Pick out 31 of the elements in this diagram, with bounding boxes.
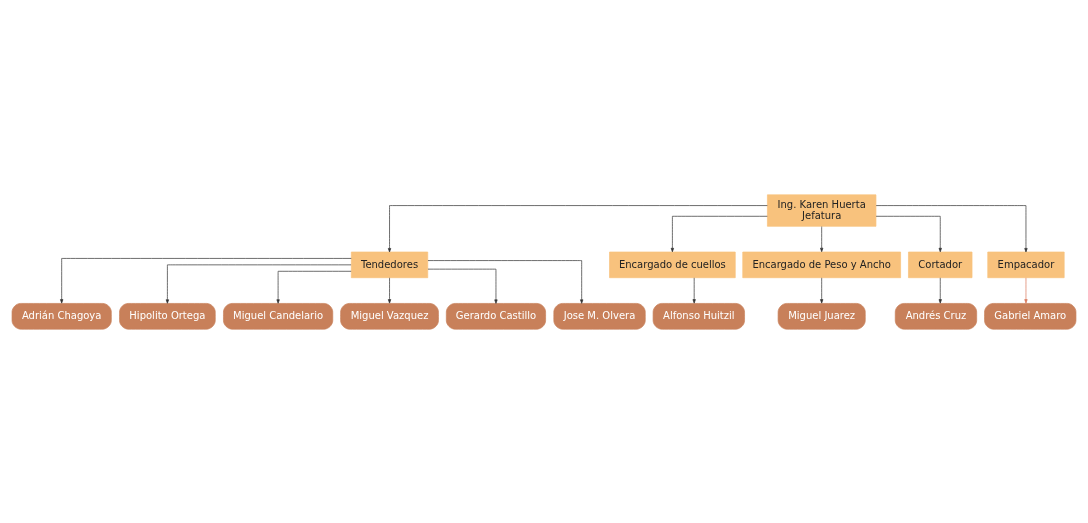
arrow xyxy=(427,259,584,304)
arrow xyxy=(692,277,696,303)
arrow xyxy=(165,264,352,304)
node-box: Jose M. Olvera xyxy=(553,302,646,329)
arrow xyxy=(1024,277,1028,303)
node-box: Cortador xyxy=(908,251,973,278)
node-box: Gabriel Amaro xyxy=(984,302,1077,329)
arrow xyxy=(387,204,768,252)
arrow xyxy=(387,277,392,303)
node-box: Empacador xyxy=(987,251,1065,278)
node-box: Adrián Chagoya xyxy=(11,302,112,329)
arrow xyxy=(820,225,824,252)
arrow xyxy=(938,277,942,303)
node-box: Encargado de cuellos xyxy=(609,251,736,278)
arrow xyxy=(276,270,352,304)
node-box: Miguel Juarez xyxy=(777,302,866,329)
node-box: Encargado de Peso y Ancho xyxy=(742,251,901,278)
node-box: Hipolito Ortega xyxy=(119,302,216,329)
node-box: Gerardo Castillo xyxy=(445,302,546,329)
node-box: Miguel Vazquez xyxy=(340,302,439,329)
node-box: Andrés Cruz xyxy=(894,302,978,329)
arrow xyxy=(875,204,1028,252)
node-box: Tendedores xyxy=(350,251,429,278)
arrow xyxy=(60,257,352,303)
arrow xyxy=(875,215,942,252)
node-box: Ing. Karen Huerta Jefatura xyxy=(767,194,877,227)
arrow xyxy=(427,268,498,304)
node-box: Miguel Candelario xyxy=(223,302,334,329)
arrow xyxy=(670,215,768,252)
arrow xyxy=(820,277,824,303)
node-box: Alfonso Huitzil xyxy=(652,302,745,329)
